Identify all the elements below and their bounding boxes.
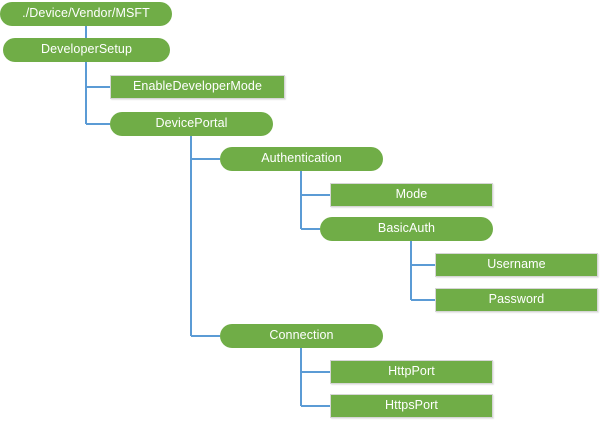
- node-label-password: Password: [488, 292, 545, 307]
- connector-developersetup-to-deviceportal: [85, 62, 110, 125]
- connector-deviceportal-to-authentication: [190, 136, 220, 160]
- node-label-deviceportal: DevicePortal: [155, 116, 228, 131]
- node-root[interactable]: ./Device/Vendor/MSFT: [0, 2, 172, 26]
- node-label-connection: Connection: [269, 328, 334, 343]
- node-label-mode: Mode: [395, 187, 428, 202]
- connector-authentication-to-basicauth: [300, 171, 320, 230]
- node-developersetup[interactable]: DeveloperSetup: [3, 38, 170, 62]
- node-deviceportal[interactable]: DevicePortal: [110, 112, 273, 136]
- connector-deviceportal-to-connection: [190, 136, 220, 337]
- connector-authentication-to-mode: [300, 171, 330, 196]
- node-label-basicauth: BasicAuth: [377, 221, 436, 236]
- node-label-authentication: Authentication: [261, 151, 342, 166]
- node-username[interactable]: Username: [435, 253, 598, 277]
- node-authentication[interactable]: Authentication: [220, 147, 383, 171]
- node-label-username: Username: [487, 257, 546, 272]
- node-label-root: ./Device/Vendor/MSFT: [22, 6, 150, 21]
- node-httpsport[interactable]: HttpsPort: [330, 394, 493, 418]
- connector-basicauth-to-username: [410, 241, 435, 266]
- connector-developersetup-to-enabledevelopermode: [85, 62, 110, 88]
- node-label-httpport: HttpPort: [388, 364, 435, 379]
- node-connection[interactable]: Connection: [220, 324, 383, 348]
- node-basicauth[interactable]: BasicAuth: [320, 217, 493, 241]
- node-httpport[interactable]: HttpPort: [330, 360, 493, 384]
- node-label-enabledevelopermode: EnableDeveloperMode: [132, 79, 263, 94]
- connector-basicauth-to-password: [410, 241, 435, 301]
- connector-connection-to-httpport: [300, 348, 330, 373]
- node-mode[interactable]: Mode: [330, 183, 493, 207]
- node-label-httpsport: HttpsPort: [385, 398, 438, 413]
- node-label-developersetup: DeveloperSetup: [40, 42, 133, 57]
- node-password[interactable]: Password: [435, 288, 598, 312]
- node-enabledevelopermode[interactable]: EnableDeveloperMode: [110, 75, 285, 99]
- connector-connection-to-httpsport: [300, 348, 330, 407]
